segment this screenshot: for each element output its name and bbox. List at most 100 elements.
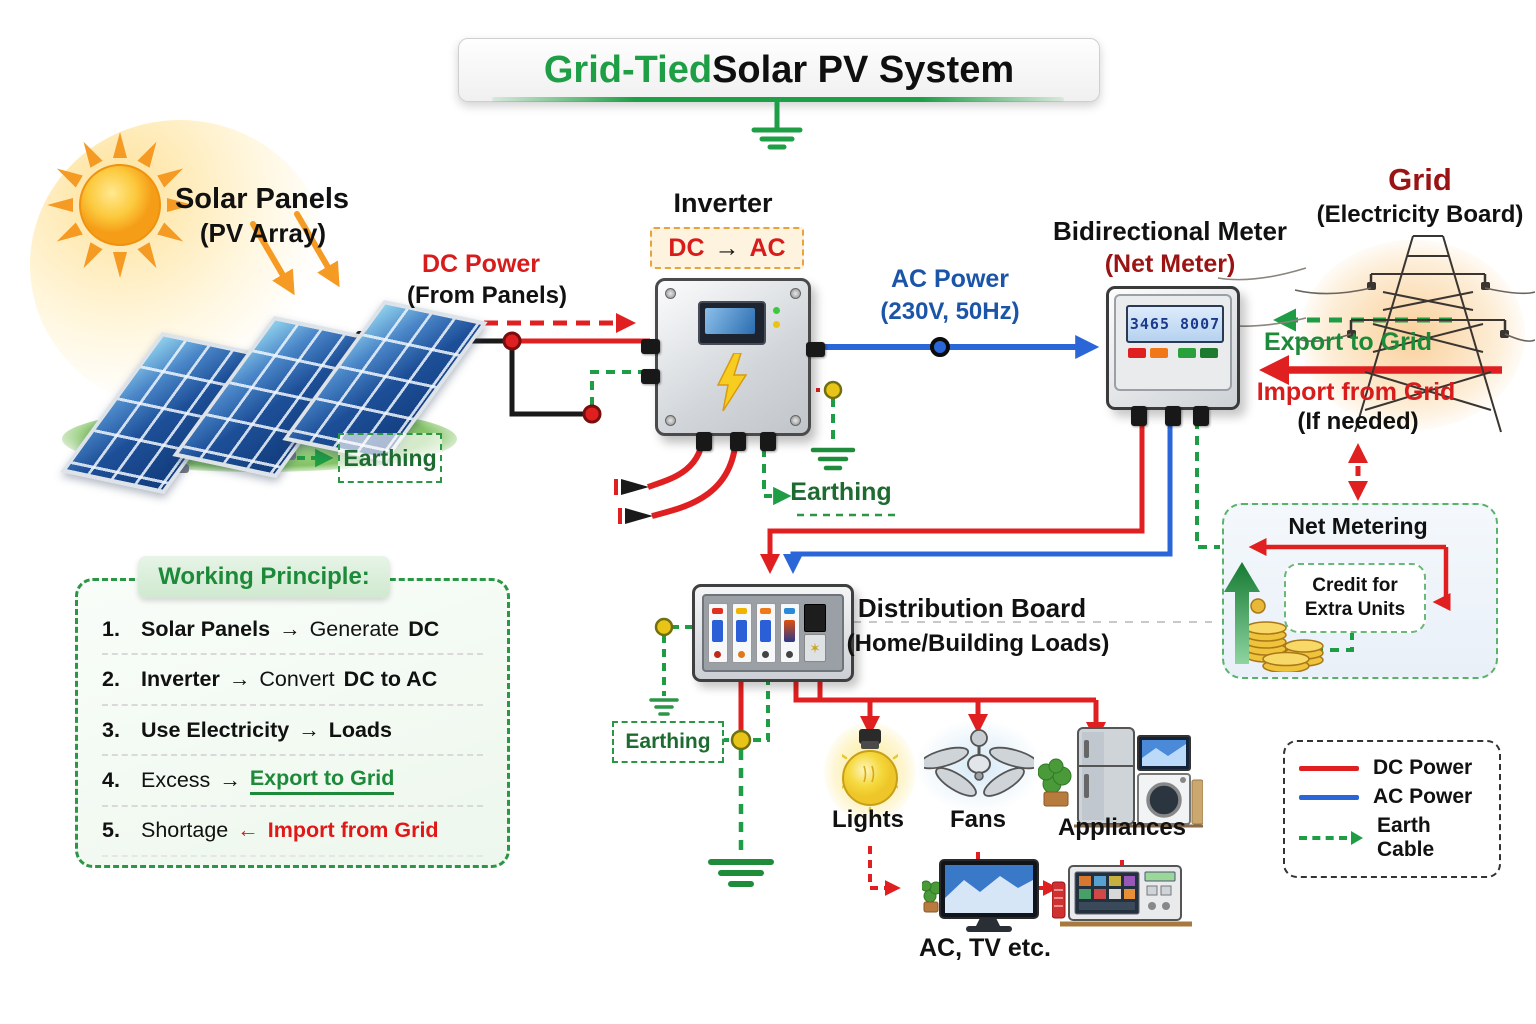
wp-item-1: 1. Solar Panels → Generate DC [102,605,483,656]
led-yellow-icon [773,321,780,328]
ceiling-fan-icon [924,729,1034,797]
wp-tail: Convert [259,667,335,692]
db-earthing-label: Earthing [612,721,724,763]
wp-arrow-red: ← [237,818,259,843]
meter-gland [1165,406,1181,426]
screw-icon [790,415,801,426]
wp-arrow: → [228,667,251,692]
screw-icon [665,415,676,426]
wp-lead: Shortage [141,818,229,843]
led-green-icon [773,307,780,314]
wp-tail: Generate [309,616,400,641]
distribution-board-unit: ✶ [692,584,854,682]
wp-arrow: → [279,616,301,641]
wp-title-text: Working Principle: [158,563,370,590]
breaker [732,603,752,663]
wp-lead: Excess [141,767,211,792]
title-highlight: Grid-Tied [543,48,713,91]
inverter-earthing-label: Earthing [790,478,892,506]
legend-earth: Earth Cable [1299,814,1485,862]
inverter-unit [641,278,825,451]
meter-gland [1193,406,1209,426]
meter-title: Bidirectional Meter [1052,216,1288,246]
wp-arrow: → [219,767,241,792]
main-switch: ✶ [804,604,826,662]
conv-arrow: → [714,233,740,262]
dc-to-ac-conversion-badge: DC → AC [650,227,804,269]
db-sub-rest: Building Loads) [928,630,1110,657]
credit-line1: Credit for [1312,575,1398,597]
export-to-grid-label: Export to Grid [1263,328,1433,356]
tv-icon [922,859,1039,932]
screw-icon [790,288,801,299]
ac-power-label: AC Power [890,265,1010,293]
wp-lead: Solar Panels [141,616,271,641]
meter-button-darkgreen [1200,348,1218,358]
lights-label: Lights [832,806,904,833]
bottom-gland [730,432,746,451]
breaker [756,603,776,663]
distribution-board-title: Distribution Board [857,593,1087,623]
db-small-ground-icon [649,698,679,716]
wp-num: 2. [102,667,120,692]
wp-tail-bold: DC to AC [343,667,438,692]
legend-dc: DC Power [1299,756,1485,780]
import-from-grid-label: Import from Grid [1256,378,1456,406]
title-ground-icon [751,100,803,150]
wp-lead: Use Electricity [141,717,290,742]
dc-line-swatch [1299,765,1359,771]
ac-line-swatch [1299,794,1359,800]
solar-panels-subtitle: (PV Array) [199,218,327,248]
if-needed-label: (If needed) [1297,408,1419,435]
meter-button-green [1178,348,1196,358]
appliances-label: Appliances [1057,814,1187,841]
wp-num: 1. [102,616,120,641]
conv-dc: DC [668,233,705,262]
wp-tail-bold: DC [408,616,440,641]
solar-panels-title: Solar Panels [174,183,350,215]
db-sub-bold: Home/ [854,630,929,657]
wp-num: 5. [102,818,120,843]
bidirectional-meter-unit: 3465 8007 [1106,286,1240,426]
wp-item-4: 4. Excess → Export to Grid [102,756,483,807]
inverter-screen [705,308,755,334]
breaker [780,603,800,663]
earthing-text: Earthing [343,444,437,471]
db-panel: ✶ [702,594,844,672]
wp-num: 3. [102,717,120,742]
meter-lcd: 3465 8007 [1126,305,1224,343]
legend: DC Power AC Power Earth Cable [1283,740,1501,878]
wp-import-text: Import from Grid [267,818,439,843]
wp-lead: Inverter [141,667,220,692]
wp-arrow: → [298,717,320,742]
db-sub-pre: ( [846,630,855,657]
ac-output-connector [806,342,825,357]
legend-ac: AC Power [1299,785,1485,809]
meter-panel: 3465 8007 [1114,294,1232,391]
db-main-ground-icon [708,859,774,887]
working-principle-box: 1. Solar Panels → Generate DC 2. Inverte… [75,578,510,868]
dc-power-label: DC Power [421,250,541,278]
breaker [708,603,728,663]
credit-line2: Extra Units [1304,599,1406,620]
grid-subtitle: (Electricity Board) [1316,201,1524,228]
light-bulb-icon [842,729,898,812]
appliances-icon [1038,727,1203,828]
wp-tail-bold: Loads [328,717,393,742]
working-principle-title: Working Principle: [138,556,390,598]
lightning-icon [716,353,748,411]
dc-power-sublabel: (From Panels) [406,282,568,309]
wp-export-text: Export to Grid [249,766,395,795]
legend-earth-label: Earth Cable [1377,814,1435,861]
wp-item-3: 3. Use Electricity → Loads [102,706,483,757]
fans-label: Fans [949,806,1007,833]
inverter-display [698,301,766,345]
bottom-gland [760,432,776,451]
diagram-title: Grid-Tied Solar PV System [458,38,1100,102]
dc-input-connector [641,369,660,384]
bottom-gland [696,432,712,451]
sun-icon [47,132,193,278]
distribution-board-subtitle: (Home/Building Loads) [847,630,1110,658]
credit-box: Credit for Extra Units [1284,563,1426,633]
conv-ac: AC [749,233,786,262]
